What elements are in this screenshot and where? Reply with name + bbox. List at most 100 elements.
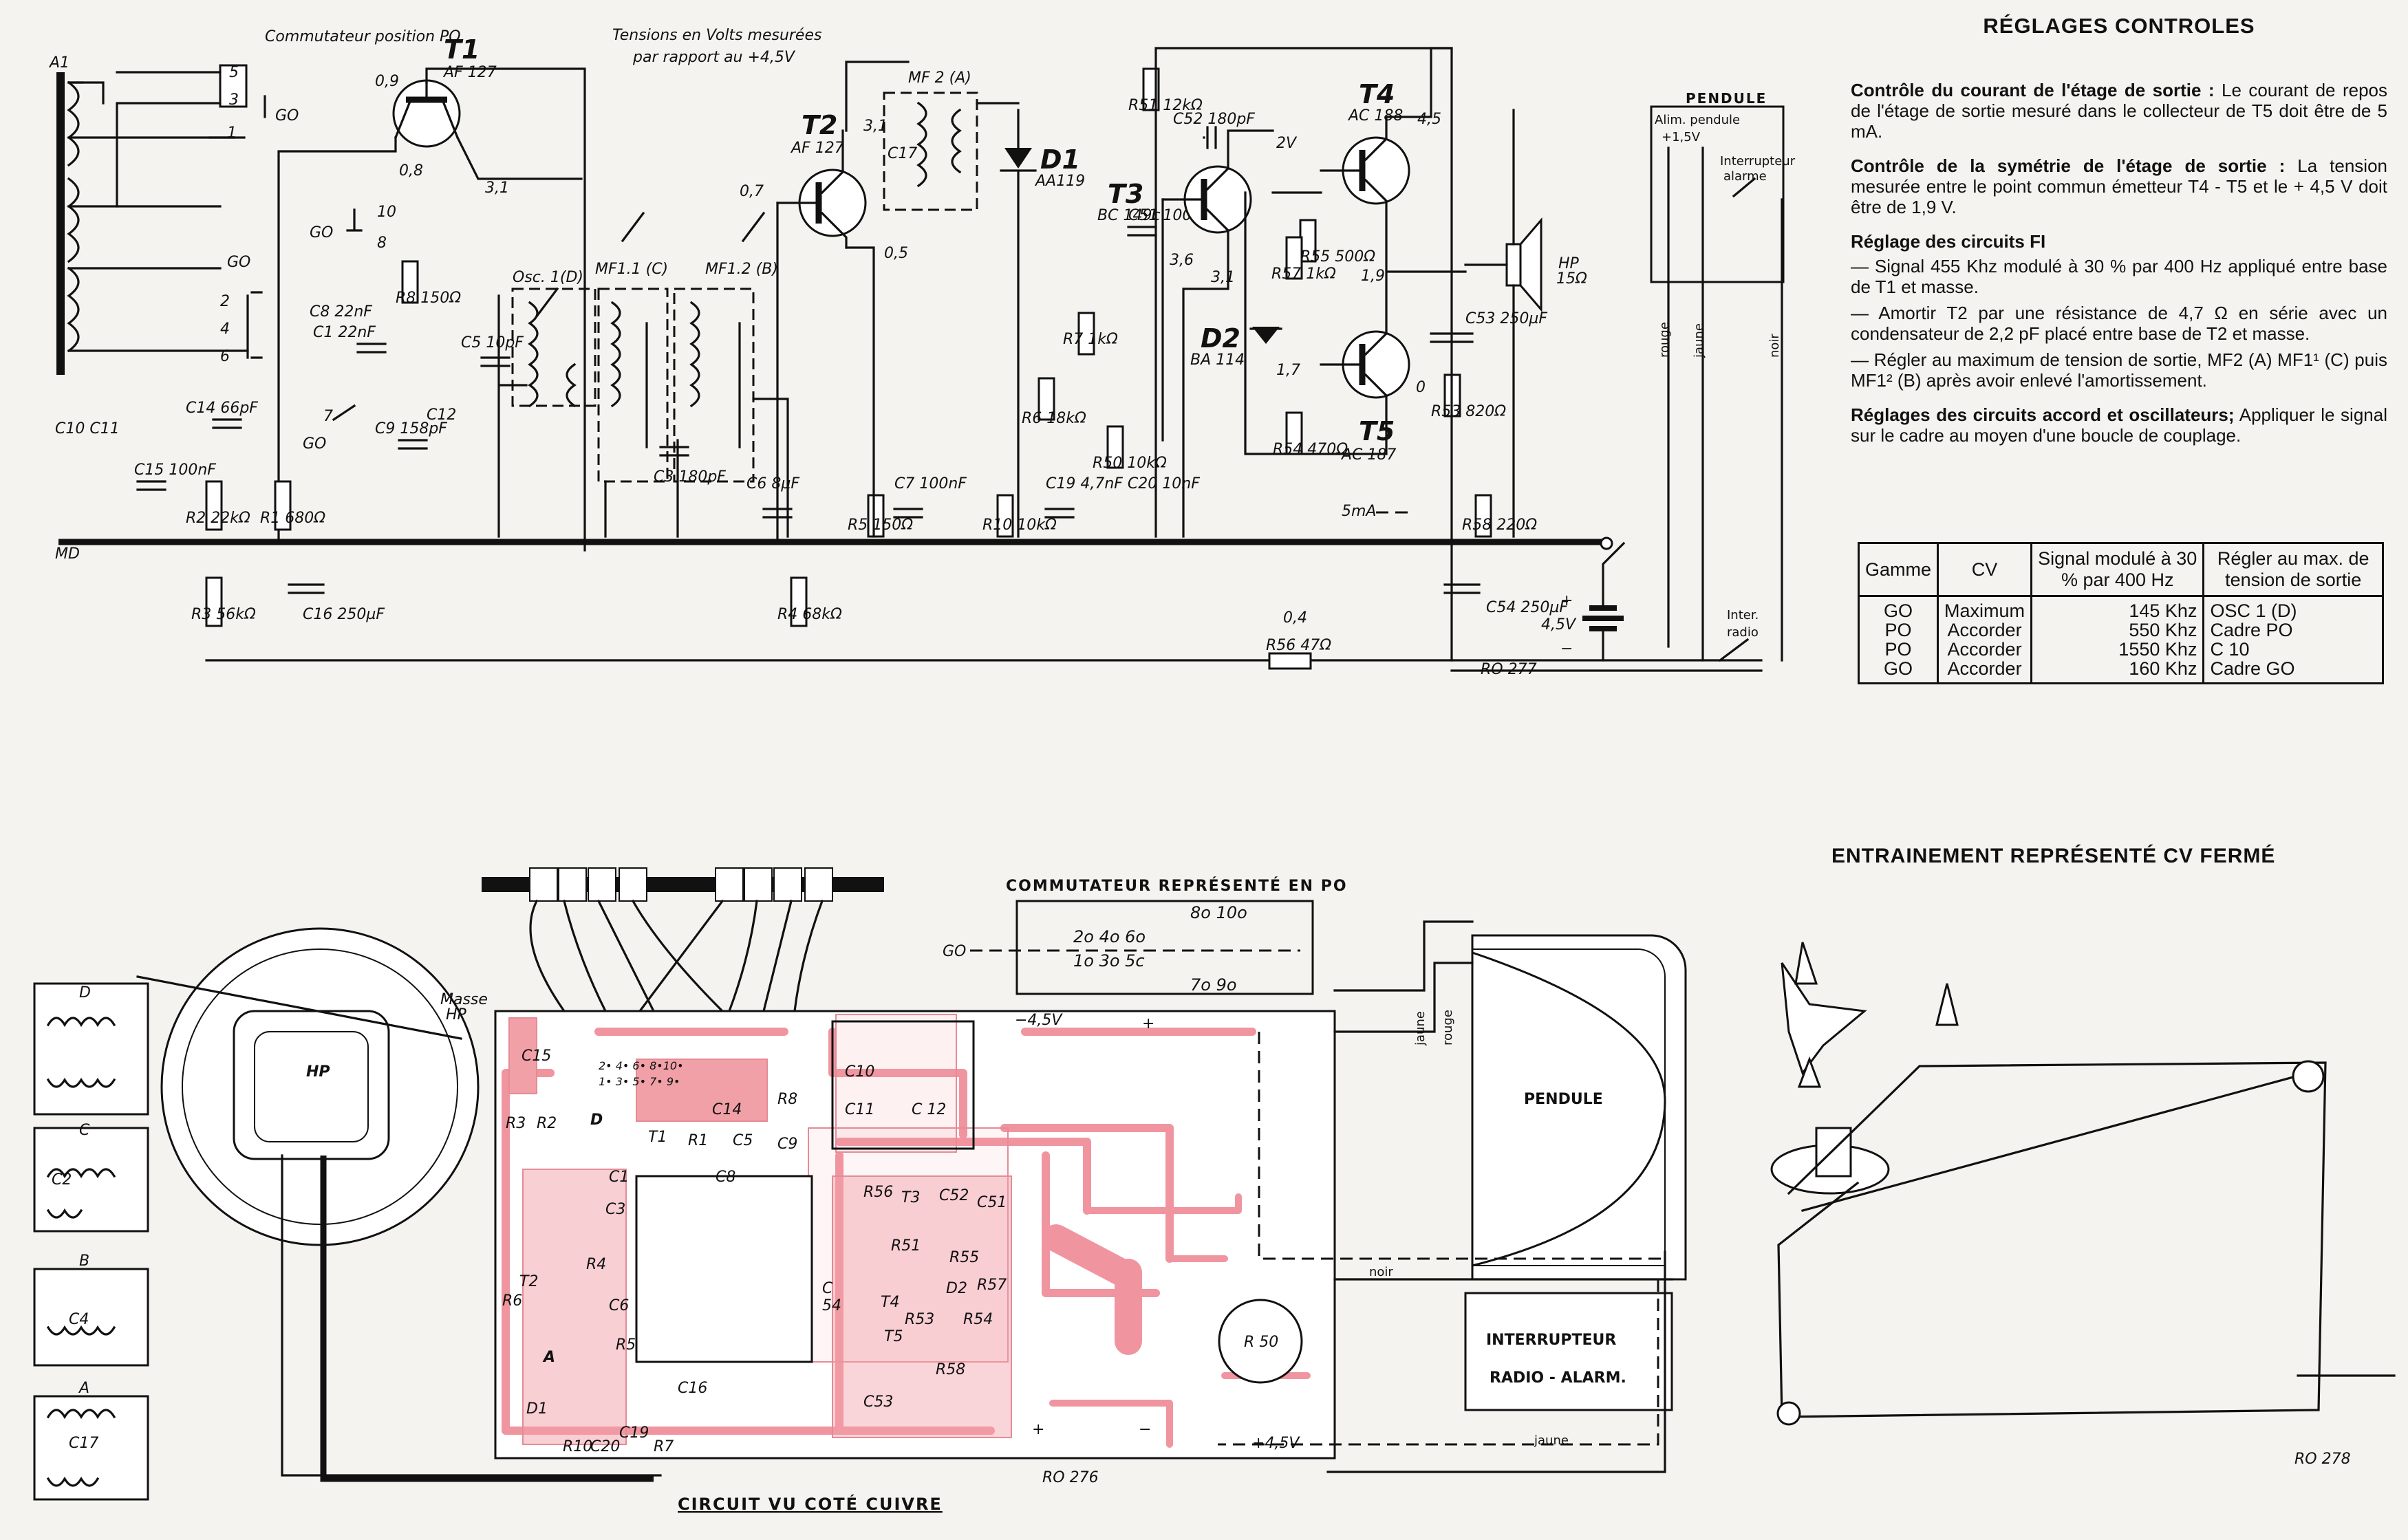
svg-text:C1 22nF: C1 22nF xyxy=(313,324,376,341)
svg-text:C3 180pF: C3 180pF xyxy=(654,468,726,486)
svg-text:C: C xyxy=(822,1280,833,1297)
transistor-t3: T3 BC 149c 3,6 3,1 2V xyxy=(1097,129,1298,538)
svg-text:T5: T5 xyxy=(1359,416,1395,446)
svg-text:C52: C52 xyxy=(939,1187,969,1204)
svg-text:C11: C11 xyxy=(845,1101,874,1118)
svg-text:T2: T2 xyxy=(802,110,837,140)
svg-text:R54 470Ω: R54 470Ω xyxy=(1273,441,1348,458)
svg-text:−: − xyxy=(1560,640,1573,658)
svg-text:D2: D2 xyxy=(1201,323,1240,354)
svg-text:radio: radio xyxy=(1727,625,1759,640)
svg-text:alarme: alarme xyxy=(1723,169,1767,184)
svg-text:Interrupteur: Interrupteur xyxy=(1720,154,1796,169)
svg-text:5: 5 xyxy=(229,64,239,81)
svg-text:3,6: 3,6 xyxy=(1170,252,1194,269)
svg-text:C14 66pF: C14 66pF xyxy=(186,400,258,417)
svg-text:HP: HP xyxy=(306,1063,330,1081)
svg-text:R53 820Ω: R53 820Ω xyxy=(1431,403,1506,420)
svg-text:GO: GO xyxy=(943,943,966,960)
svg-text:HP: HP xyxy=(446,1006,467,1023)
svg-text:R7 1kΩ: R7 1kΩ xyxy=(1063,331,1118,348)
svg-text:C 12: C 12 xyxy=(912,1101,946,1118)
svg-text:2• 4• 6• 8•10•: 2• 4• 6• 8•10• xyxy=(599,1059,684,1072)
svg-text:rouge: rouge xyxy=(1441,1010,1455,1045)
svg-text:C10 C11: C10 C11 xyxy=(55,420,120,437)
svg-text:R58: R58 xyxy=(936,1361,965,1378)
svg-text:GO: GO xyxy=(310,224,333,241)
svg-text:R2: R2 xyxy=(537,1115,557,1132)
svg-text:BC 149c: BC 149c xyxy=(1097,207,1161,224)
svg-text:54: 54 xyxy=(822,1297,841,1314)
svg-text:0,5: 0,5 xyxy=(884,245,908,262)
svg-text:C16 250µF: C16 250µF xyxy=(303,606,385,623)
svg-text:D2: D2 xyxy=(946,1280,967,1297)
svg-text:0: 0 xyxy=(1416,379,1426,396)
reglages-panel: RÉGLAGES CONTROLES Contrôle du courant d… xyxy=(1851,14,2387,459)
svg-text:R55: R55 xyxy=(949,1249,979,1266)
svg-text:0,7: 0,7 xyxy=(740,183,764,200)
svg-text:D1: D1 xyxy=(526,1400,548,1418)
table-header: Signal modulé à 30 % par 400 Hz xyxy=(2030,542,2205,597)
svg-text:C1: C1 xyxy=(609,1169,629,1186)
svg-text:T2: T2 xyxy=(519,1273,538,1290)
svg-text:0,8: 0,8 xyxy=(399,162,423,180)
svg-text:0,4: 0,4 xyxy=(1283,609,1307,627)
svg-text:1• 3• 5• 7• 9•: 1• 3• 5• 7• 9• xyxy=(599,1075,680,1088)
svg-text:Inter.: Inter. xyxy=(1727,608,1759,622)
antenna-coil: A1 MD xyxy=(48,54,249,563)
svg-text:R10 10kΩ: R10 10kΩ xyxy=(982,517,1057,534)
svg-text:C54 250µF: C54 250µF xyxy=(1486,599,1568,616)
svg-text:3,1: 3,1 xyxy=(1211,269,1235,286)
svg-text:D: D xyxy=(79,984,91,1001)
reglages-title: RÉGLAGES CONTROLES xyxy=(1983,14,2255,38)
commutateur-title: COMMUTATEUR REPRÉSENTÉ EN PO xyxy=(1006,877,1348,895)
table-cell: OSC 1 (D) Cadre PO C 10 Cadre GO xyxy=(2202,595,2384,684)
table-cell: Maximum Accorder Accorder Accorder xyxy=(1937,595,2033,684)
svg-text:R1: R1 xyxy=(688,1132,708,1149)
svg-text:C2: C2 xyxy=(52,1171,72,1189)
svg-text:R56: R56 xyxy=(863,1184,893,1201)
svg-text:R2 22kΩ: R2 22kΩ xyxy=(186,510,250,527)
instruction-symetrie: Contrôle de la symétrie de l'étage de so… xyxy=(1851,155,2387,217)
svg-text:15Ω: 15Ω xyxy=(1556,270,1587,288)
svg-text:R57: R57 xyxy=(977,1277,1007,1294)
svg-text:C19 4,7nF C20 10nF: C19 4,7nF C20 10nF xyxy=(1046,475,1200,492)
svg-text:AA119: AA119 xyxy=(1034,173,1085,190)
svg-text:T3: T3 xyxy=(1108,179,1143,209)
svg-text:R54: R54 xyxy=(963,1311,993,1328)
svg-text:A: A xyxy=(542,1349,555,1366)
output-stage: T4 AC 188 4,5 T5 AC 187 1,9 1,7 0 D2 BA … xyxy=(1154,47,1467,662)
svg-text:2: 2 xyxy=(220,293,230,310)
svg-text:+: + xyxy=(1142,1015,1154,1032)
svg-text:par rapport au +4,5V: par rapport au +4,5V xyxy=(632,49,796,66)
svg-text:C5: C5 xyxy=(733,1132,753,1149)
drive-mechanism: RO 278 xyxy=(1770,942,2396,1468)
svg-text:3: 3 xyxy=(229,91,239,109)
svg-text:D: D xyxy=(590,1111,603,1129)
table-row: GO PO PO GO Maximum Accorder Accorder Ac… xyxy=(1857,595,2384,684)
svg-text:C15 100nF: C15 100nF xyxy=(134,462,216,479)
pendulum-assembly: PENDULE INTERRUPTEUR RADIO - ALARM. jaun… xyxy=(1218,920,1687,1473)
svg-text:R53: R53 xyxy=(905,1311,934,1328)
alignment-table: Gamme CV Signal modulé à 30 % par 400 Hz… xyxy=(1857,542,2384,684)
svg-text:10: 10 xyxy=(377,204,396,221)
entrainement-title: ENTRAINEMENT REPRÉSENTÉ CV FERMÉ xyxy=(1831,845,2276,867)
svg-text:1: 1 xyxy=(227,124,237,142)
svg-text:noir: noir xyxy=(1767,334,1782,358)
svg-text:C17: C17 xyxy=(888,145,917,162)
svg-text:A: A xyxy=(78,1380,89,1397)
note-commutateur: Commutateur position PO xyxy=(265,28,461,45)
svg-text:7: 7 xyxy=(323,408,333,425)
svg-text:T5: T5 xyxy=(884,1328,903,1345)
svg-text:jaune: jaune xyxy=(1534,1433,1569,1448)
svg-text:R6 18kΩ: R6 18kΩ xyxy=(1022,410,1086,427)
svg-text:8: 8 xyxy=(377,235,387,252)
svg-text:R7: R7 xyxy=(654,1438,674,1455)
svg-text:C14: C14 xyxy=(712,1101,742,1118)
svg-text:T4: T4 xyxy=(1359,79,1395,109)
svg-text:T4: T4 xyxy=(881,1294,899,1311)
svg-text:4,5V: 4,5V xyxy=(1541,616,1577,633)
svg-text:R51: R51 xyxy=(891,1237,921,1255)
